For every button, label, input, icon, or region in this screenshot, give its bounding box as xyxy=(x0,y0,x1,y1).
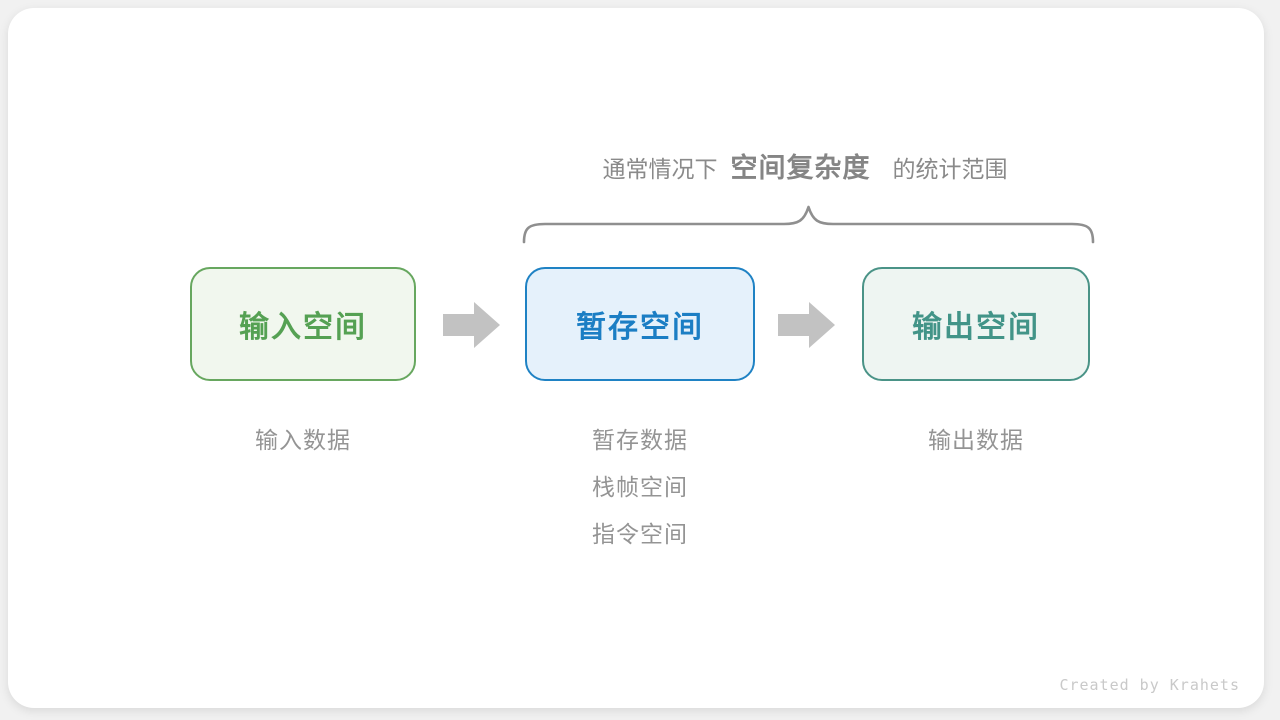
caption-output: 输出数据 xyxy=(862,417,1090,464)
annotation-title: 通常情况下 空间复杂度 的统计范围 xyxy=(603,146,1008,185)
box-input-space-label: 输入空间 xyxy=(239,311,367,344)
annotation-prefix: 通常情况下 xyxy=(602,156,718,182)
arrow-right-icon xyxy=(443,302,500,348)
curly-brace-icon xyxy=(522,205,1095,244)
caption-input: 输入数据 xyxy=(190,417,416,464)
box-output-space-label: 输出空间 xyxy=(912,311,1040,344)
caption-temp: 暂存数据 栈帧空间 指令空间 xyxy=(525,417,755,558)
caption-line: 输出数据 xyxy=(928,427,1024,453)
box-temp-space-label: 暂存空间 xyxy=(576,311,704,344)
annotation-suffix: 的统计范围 xyxy=(892,156,1008,182)
annotation-highlight: 空间复杂度 xyxy=(730,153,871,183)
arrow-right-icon xyxy=(778,302,835,348)
caption-line: 指令空间 xyxy=(592,521,688,547)
credit-text: Created by Krahets xyxy=(1059,676,1240,694)
caption-line: 暂存数据 xyxy=(592,427,688,453)
caption-line: 栈帧空间 xyxy=(592,474,688,500)
box-output-space: 输出空间 xyxy=(862,267,1090,381)
caption-line: 输入数据 xyxy=(255,427,351,453)
box-temp-space: 暂存空间 xyxy=(525,267,755,381)
box-input-space: 输入空间 xyxy=(190,267,416,381)
